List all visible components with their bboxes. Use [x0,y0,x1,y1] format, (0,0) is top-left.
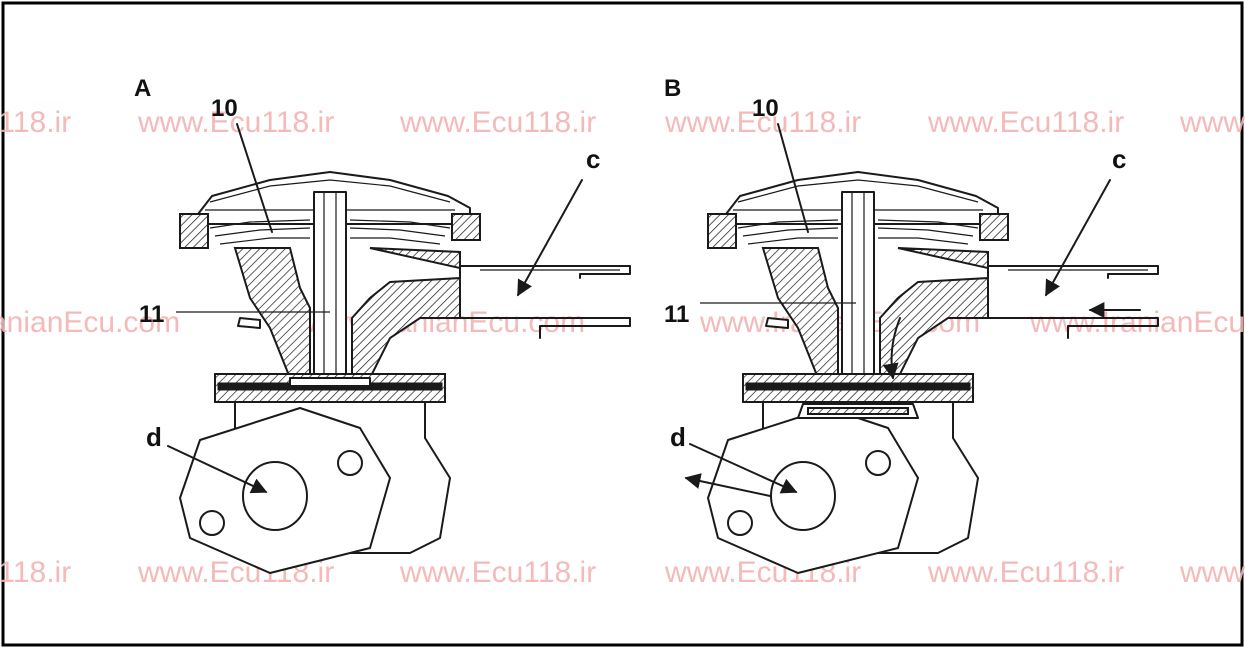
outlet-flow-arrow [684,473,771,497]
watermark-text: www.Ecu118.ir [927,106,1124,139]
egr-valve-open-drawing [707,171,1159,574]
panel-letter: A [134,75,151,102]
callout-valve-stem: 11 [139,301,164,328]
egr-valve-closed-drawing [179,171,631,574]
outlet-arrow [689,443,798,494]
watermark-text: www.Ecu118.ir [1179,556,1245,589]
watermark-row-middle: www.IranianEcu.com www.IranianEcu.com ww… [0,306,1245,339]
callout-outlet: d [146,422,162,452]
watermark-text: www.Ecu118.ir [399,556,596,589]
watermark-row-bottom: www.Ecu118.ir www.Ecu118.ir www.Ecu118.i… [0,556,1245,589]
internal-flow-arrow [882,317,901,380]
panel-letter: B [664,75,681,102]
callout-diaphragm: 10 [752,95,779,122]
watermark-text: www.Ecu118.ir [664,106,861,139]
watermark-text: www.Ecu118.ir [0,106,71,139]
watermark-text: www.Ecu118.ir [1179,106,1245,139]
watermark-row-top: www.Ecu118.ir www.Ecu118.ir www.Ecu118.i… [0,106,1245,139]
callout-diaphragm: 10 [211,95,238,122]
outlet-arrow [167,445,268,494]
watermark-text: www.Ecu118.ir [0,556,71,589]
callout-inlet: c [1112,144,1126,174]
callout-inlet: c [586,144,600,174]
panel-b: B 10 11 c d [664,75,1159,574]
inlet-arrow [1045,179,1111,297]
watermark-text: www.IranianEcu.com [0,306,180,339]
watermark-text: www.IranianEcu.com [1029,306,1245,339]
leader-line [777,123,809,233]
inlet-arrow [517,179,583,297]
watermark-text: www.Ecu118.ir [137,106,334,139]
leader-line [236,123,273,233]
watermark-text: www.Ecu118.ir [399,106,596,139]
watermark-text: www.Ecu118.ir [927,556,1124,589]
callout-valve-stem: 11 [664,301,689,328]
callout-outlet: d [670,422,686,452]
panel-a: A 10 11 c d [134,75,631,574]
